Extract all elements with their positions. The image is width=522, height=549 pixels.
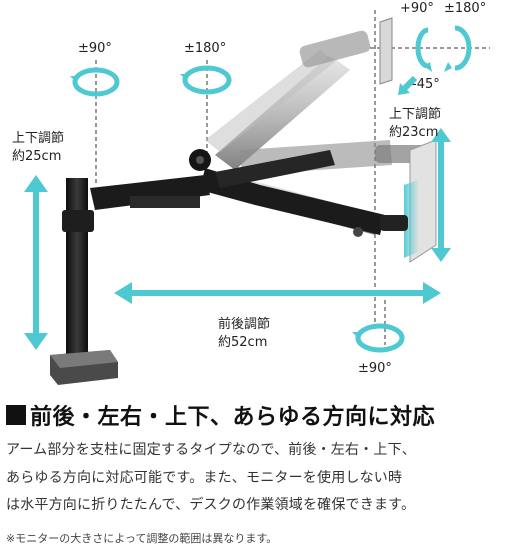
height-right-arrow-icon xyxy=(431,128,451,262)
height-right-label-1: 上下調節 xyxy=(389,107,442,122)
rotate-90-bottom-icon xyxy=(352,323,405,353)
monitor-rotate-90-label: +90° xyxy=(400,1,434,16)
pole-and-clamp xyxy=(50,178,118,385)
rotate-180-label: ±180° xyxy=(184,41,227,56)
description-line: あらゆる方向に対応可能です。また、モニターを使用しない時 xyxy=(6,469,403,486)
footnote: ※モニターの大きさによって調整の範囲は異なります。 xyxy=(6,532,278,545)
description-line: は水平方向に折りたたんで、デスクの作業領域を確保できます。 xyxy=(6,497,416,513)
height-right-label-2: 約23cm xyxy=(389,125,439,140)
height-left-arrow-icon xyxy=(24,175,48,350)
rotate-90-bottom-label: ±90° xyxy=(358,361,392,376)
section-heading: 前後・左右・上下、あらゆる方向に対応 xyxy=(6,398,518,432)
square-bullet-icon xyxy=(6,405,26,425)
height-left-label-1: 上下調節 xyxy=(12,131,65,146)
rotate-90-label: ±90° xyxy=(78,41,112,56)
monitor-arm-diagram xyxy=(24,10,490,385)
monitor-rotate-90-icon xyxy=(415,27,432,72)
monitor-tilt-arrow-icon xyxy=(398,75,418,95)
depth-arrow-icon xyxy=(114,282,441,304)
height-left-label-2: 約25cm xyxy=(12,149,62,164)
product-illustration: ±90° ±180° +90° ±180° -45° 上下調節 約25cm 上下… xyxy=(12,1,490,385)
section-heading-text: 前後・左右・上下、あらゆる方向に対応 xyxy=(30,405,436,430)
main-arm xyxy=(90,149,408,237)
rotate-90-icon xyxy=(70,67,120,97)
monitor-tilt-label: -45° xyxy=(412,77,440,92)
monitor-rotate-180-icon xyxy=(444,25,472,72)
depth-label-1: 前後調節 xyxy=(218,317,271,332)
depth-label-2: 約52cm xyxy=(218,335,268,350)
rotate-180-icon xyxy=(180,65,232,95)
monitor-mount-plates xyxy=(379,17,437,263)
monitor-rotate-180-label: ±180° xyxy=(444,1,487,16)
description-text: アーム部分を支柱に固定するタイプなので、前後・左右・上下、 あらゆる方向に対応可… xyxy=(6,437,518,520)
description-line: アーム部分を支柱に固定するタイプなので、前後・左右・上下、 xyxy=(6,442,416,458)
